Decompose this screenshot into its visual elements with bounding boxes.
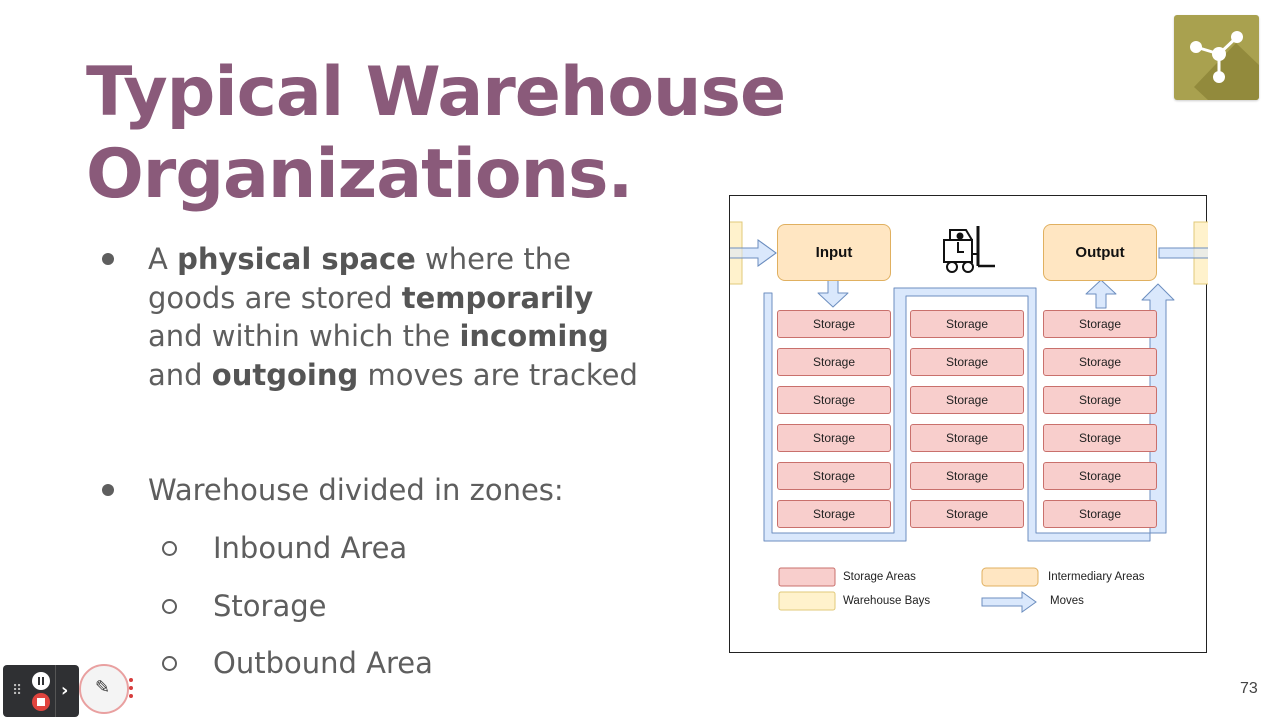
storage-cell: Storage <box>1043 462 1157 490</box>
storage-cell: Storage <box>910 386 1024 414</box>
storage-cell: Storage <box>910 462 1024 490</box>
storage-cell: Storage <box>1043 386 1157 414</box>
legend-storage-areas: Storage Areas <box>843 571 916 583</box>
storage-cell: Storage <box>777 462 891 490</box>
storage-cell: Storage <box>1043 424 1157 452</box>
storage-cell: Storage <box>777 348 891 376</box>
bullet-dot <box>102 253 114 265</box>
sub-bullet-circle <box>162 656 177 671</box>
storage-cell: Storage <box>910 348 1024 376</box>
toolbar-divider <box>55 665 56 717</box>
storage-cell: Storage <box>777 424 891 452</box>
legend-warehouse-bays: Warehouse Bays <box>843 595 931 607</box>
legend-swatch-intermediary <box>981 567 1039 587</box>
stop-icon[interactable] <box>32 693 50 711</box>
bullet-dot <box>102 484 114 496</box>
storage-cell: Storage <box>777 310 891 338</box>
bullet-text: Warehouse divided in zones: <box>148 473 564 507</box>
output-area: Output <box>1043 224 1157 281</box>
network-graph-icon <box>1174 15 1259 100</box>
chevron-right-icon[interactable]: › <box>61 680 69 701</box>
legend-swatch-moves <box>981 591 1037 613</box>
forklift-icon <box>943 226 995 273</box>
slide-title-line-2: Organizations. <box>86 135 633 214</box>
pen-icon: ✎ <box>95 677 111 698</box>
slide-title-line-1: Typical Warehouse <box>86 53 786 132</box>
legend-swatch-bays <box>778 591 836 611</box>
bullet-text: A physical space where the goods are sto… <box>148 242 638 392</box>
storage-cell: Storage <box>777 386 891 414</box>
move-arrows <box>730 221 1208 613</box>
storage-cell: Storage <box>1043 500 1157 528</box>
more-vertical-icon[interactable] <box>127 676 137 700</box>
storage-cell: Storage <box>1043 310 1157 338</box>
pen-tool-button[interactable]: ✎ <box>79 664 129 714</box>
input-area: Input <box>777 224 891 281</box>
legend-moves: Moves <box>1050 595 1084 607</box>
page-number: 73 <box>1240 680 1258 697</box>
sub-bullet-circle <box>162 541 177 556</box>
storage-cell: Storage <box>910 310 1024 338</box>
storage-cell: Storage <box>910 500 1024 528</box>
storage-cell: Storage <box>777 500 891 528</box>
storage-cell: Storage <box>1043 348 1157 376</box>
drag-handle-icon[interactable]: ⠿ <box>12 683 23 699</box>
legend-swatch-storage <box>778 567 836 587</box>
presenter-toolbar: ⠿ › <box>3 665 79 717</box>
pause-icon[interactable] <box>32 672 50 690</box>
sub-bullet-circle <box>162 599 177 614</box>
warehouse-diagram: Input Output Storage Storage Storage Sto… <box>729 195 1208 653</box>
storage-cell: Storage <box>910 424 1024 452</box>
slide-title: Typical Warehouse Organizations. <box>86 52 806 216</box>
legend-intermediary-areas: Intermediary Areas <box>1048 571 1145 583</box>
